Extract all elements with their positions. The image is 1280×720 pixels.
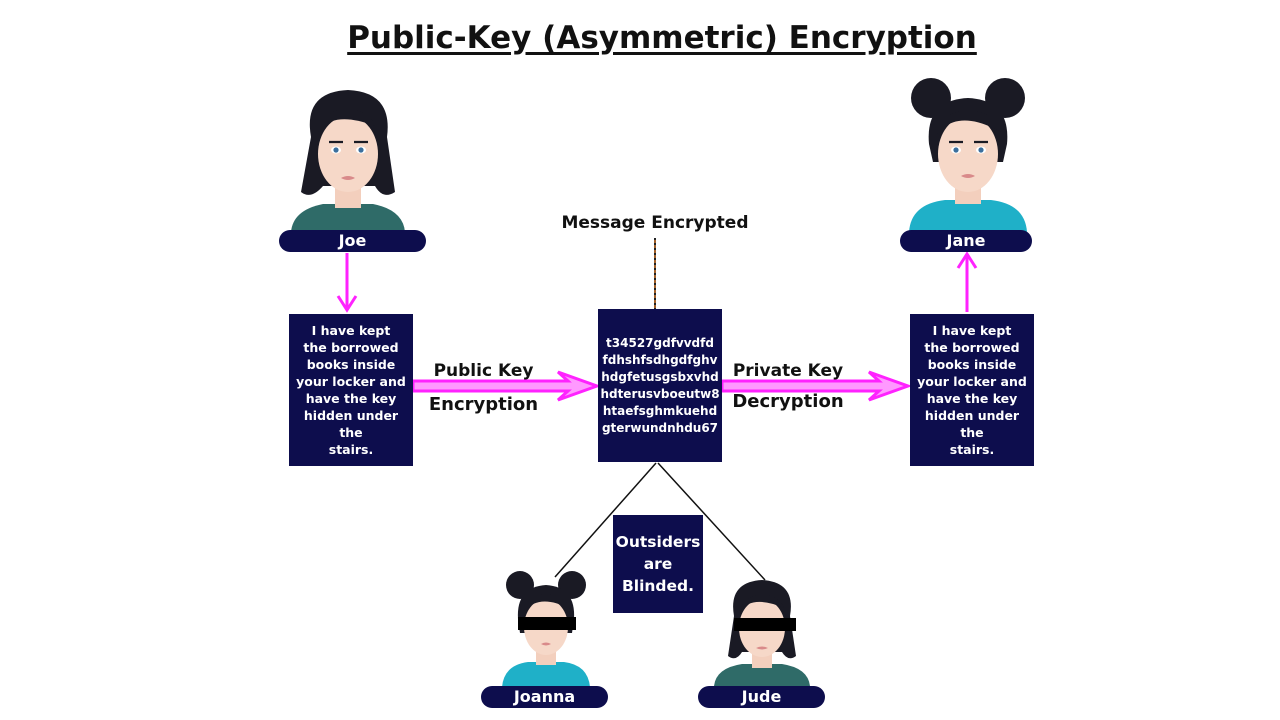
jane-avatar xyxy=(909,78,1027,232)
ciphertext-line: htaefsghmkuehd xyxy=(602,403,718,418)
joe-down-arrow xyxy=(336,253,358,313)
plaintext-line: hidden under the xyxy=(924,408,1020,440)
joanna-avatar xyxy=(502,571,590,687)
ciphertext-line: gterwundnhdu67 xyxy=(601,420,719,435)
plaintext-line: your locker and xyxy=(296,374,406,389)
decryption-label-line1: Private Key xyxy=(732,361,844,381)
jude-avatar xyxy=(714,580,810,686)
plaintext-line: the borrowed xyxy=(924,340,1020,355)
decryption-arrow xyxy=(720,370,913,402)
plaintext-line: books inside xyxy=(927,357,1017,372)
decryption-label-line2: Decryption xyxy=(732,391,844,412)
diagram-title: Public-Key (Asymmetric) Encryption xyxy=(347,20,977,56)
plaintext-line: I have kept xyxy=(932,323,1012,338)
ciphertext-line: hdgfetusgsbxvhd xyxy=(601,369,719,384)
joe-avatar xyxy=(291,90,405,232)
ciphertext-line: t34527gdfvvdfd xyxy=(606,335,714,350)
joe-name-tag: Joe xyxy=(279,230,426,252)
encryption-label-line1: Public Key xyxy=(433,361,534,381)
plaintext-line: stairs. xyxy=(328,442,374,457)
outsiders-blinded-box: Outsiders are Blinded. xyxy=(613,515,703,613)
plaintext-box-receiver: I have kept the borrowed books inside yo… xyxy=(910,314,1034,466)
jane-name-tag: Jane xyxy=(900,230,1032,252)
joanna-blindfold xyxy=(518,617,576,630)
plaintext-line: your locker and xyxy=(917,374,1027,389)
encryption-arrow xyxy=(411,370,602,402)
plaintext-box-sender: I have kept the borrowed books inside yo… xyxy=(289,314,413,466)
jane-up-arrow xyxy=(956,251,978,312)
plaintext-line: stairs. xyxy=(949,442,995,457)
ciphertext-box: t34527gdfvvdfd fdhshfsdhgdfghv hdgfetusg… xyxy=(598,309,722,462)
message-encrypted-label: Message Encrypted xyxy=(561,213,749,233)
joanna-name-tag: Joanna xyxy=(481,686,608,708)
encryption-label-line2: Encryption xyxy=(428,394,539,415)
plaintext-line: I have kept xyxy=(311,323,391,338)
jude-blindfold xyxy=(734,618,796,631)
outsiders-line: Outsiders xyxy=(615,533,701,551)
plaintext-line: hidden under the xyxy=(303,408,399,440)
outsiders-line: are xyxy=(643,555,673,573)
outsiders-line: Blinded. xyxy=(621,577,695,595)
plaintext-line: have the key xyxy=(305,391,397,406)
jude-name-tag: Jude xyxy=(698,686,825,708)
ciphertext-line: hdterusvboeutw8 xyxy=(600,386,720,401)
plaintext-line: the borrowed xyxy=(303,340,399,355)
plaintext-line: books inside xyxy=(306,357,396,372)
plaintext-line: have the key xyxy=(926,391,1018,406)
ciphertext-line: fdhshfsdhgdfghv xyxy=(602,352,718,367)
